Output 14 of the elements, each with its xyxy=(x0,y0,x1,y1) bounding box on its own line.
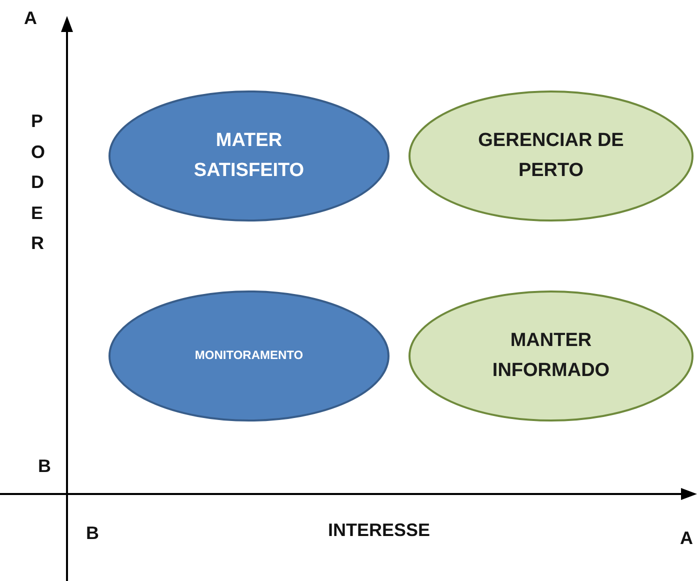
quadrant-label: MANTER INFORMADO xyxy=(491,328,611,383)
axis-title: PODER xyxy=(31,110,43,256)
ellipse-node xyxy=(108,290,390,422)
axis-title: INTERESSE xyxy=(328,520,430,541)
ellipse-node xyxy=(108,90,390,222)
axis-end-label: B xyxy=(38,456,51,477)
quadrant-label: MATER SATISFEITO xyxy=(192,128,306,183)
axis-end-label: A xyxy=(24,8,37,29)
axis-end-label: B xyxy=(86,523,99,544)
quadrant-label: MONITORAMENTO xyxy=(194,347,304,364)
axis-end-label: A xyxy=(680,528,693,549)
ellipse-node xyxy=(408,290,694,422)
ellipse-node xyxy=(408,90,694,222)
quadrant-label: GERENCIAR DE PERTO xyxy=(477,128,625,183)
